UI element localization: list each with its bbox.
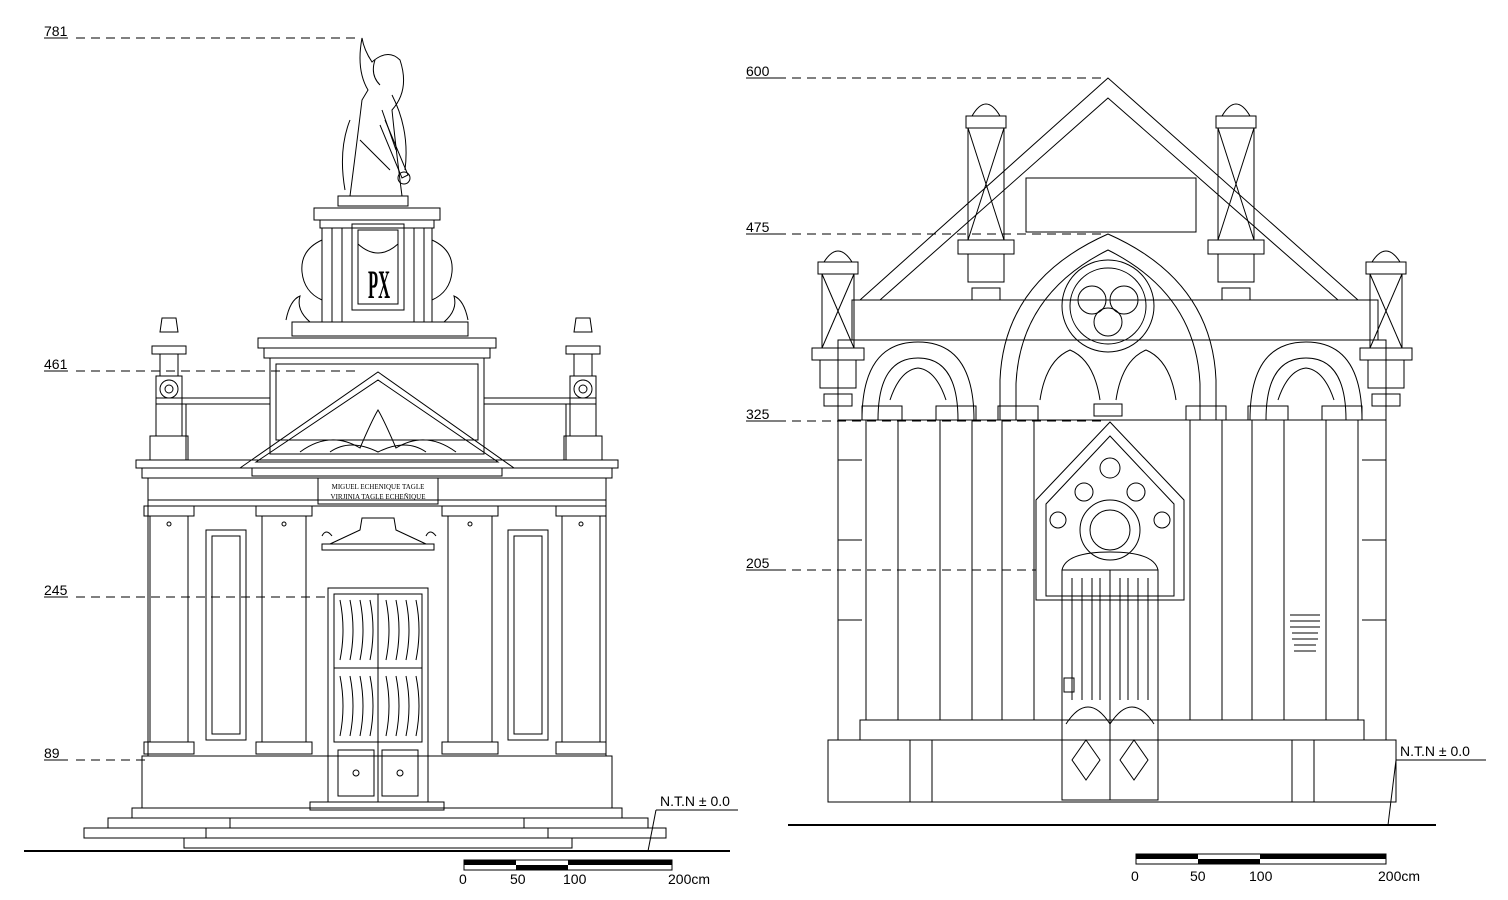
- left-level-781: 781: [44, 23, 355, 39]
- px-monogram: PX: [368, 262, 390, 307]
- scale-label: 50: [1190, 868, 1206, 884]
- ntn-label: N.T.N ± 0.0: [660, 793, 730, 809]
- ntn-label: N.T.N ± 0.0: [1400, 743, 1470, 759]
- lantern-outer-right: [1359, 250, 1413, 407]
- right-scale-bar: 0 50 100 200cm: [1131, 853, 1420, 884]
- left-level-245: 245: [44, 582, 330, 598]
- scale-label: 0: [459, 871, 467, 887]
- central-gothic-arch: [999, 233, 1217, 420]
- right-elevation: 600 475 325 205: [746, 63, 1486, 884]
- level-label: 245: [44, 582, 68, 598]
- lantern-inner-right: [1207, 103, 1265, 301]
- right-level-475: 475: [746, 219, 1106, 235]
- right-level-205: 205: [746, 555, 1036, 571]
- level-label: 89: [44, 745, 60, 761]
- column-inner-right: [441, 505, 499, 755]
- attic: [257, 337, 497, 455]
- iron-door: [327, 587, 429, 803]
- scale-label: 200cm: [1378, 868, 1420, 884]
- gable-roof: [858, 77, 1360, 301]
- right-side-arch: [1249, 341, 1363, 421]
- door-hood: [321, 517, 437, 551]
- inscription: MIGUEL ECHENIQUE TAGLE VIRJINIA TAGLE EC…: [317, 477, 439, 505]
- lantern-inner-left: [957, 103, 1015, 301]
- right-plinth: [788, 739, 1436, 826]
- scale-label: 50: [510, 871, 526, 887]
- left-elevation: 781 461 245 89: [24, 23, 738, 887]
- level-label: 781: [44, 23, 68, 39]
- right-urn-pier: [563, 317, 603, 461]
- scale-label: 100: [563, 871, 587, 887]
- inscription-line-2: VIRJINIA TAGLE ECHEÑIQUE: [331, 493, 426, 501]
- angel-statue: [337, 37, 411, 207]
- left-level-461: 461: [44, 356, 355, 372]
- right-level-600: 600: [746, 63, 1106, 79]
- gothic-door: [1035, 421, 1185, 801]
- lower-wall: [837, 419, 1387, 741]
- level-label: 205: [746, 555, 770, 571]
- level-label: 600: [746, 63, 770, 79]
- left-scale-bar: 0 50 100 200cm: [459, 859, 710, 887]
- upper-wall: [837, 299, 1387, 421]
- level-label: 475: [746, 219, 770, 235]
- right-level-325: 325: [746, 406, 1106, 422]
- upper-pedestal: PX: [285, 207, 469, 337]
- commemorative-plaque: [1290, 614, 1320, 652]
- scale-label: 200cm: [668, 871, 710, 887]
- left-side-arch: [861, 341, 975, 421]
- left-urn-pier: [149, 317, 189, 461]
- column-outer-right: [555, 505, 607, 755]
- plinth-and-steps: [24, 755, 730, 852]
- left-level-89: 89: [44, 745, 145, 761]
- level-label: 461: [44, 356, 68, 372]
- lantern-outer-left: [811, 250, 865, 407]
- inscription-line-1: MIGUEL ECHENIQUE TAGLE: [332, 483, 425, 491]
- right-ground-level: N.T.N ± 0.0: [1387, 743, 1486, 826]
- column-outer-left: [143, 505, 195, 755]
- left-ground-level: N.T.N ± 0.0: [647, 793, 738, 852]
- pilasters: [859, 405, 1365, 741]
- level-label: 325: [746, 406, 770, 422]
- scale-label: 0: [1131, 868, 1139, 884]
- scale-label: 100: [1249, 868, 1273, 884]
- column-inner-left: [255, 505, 313, 755]
